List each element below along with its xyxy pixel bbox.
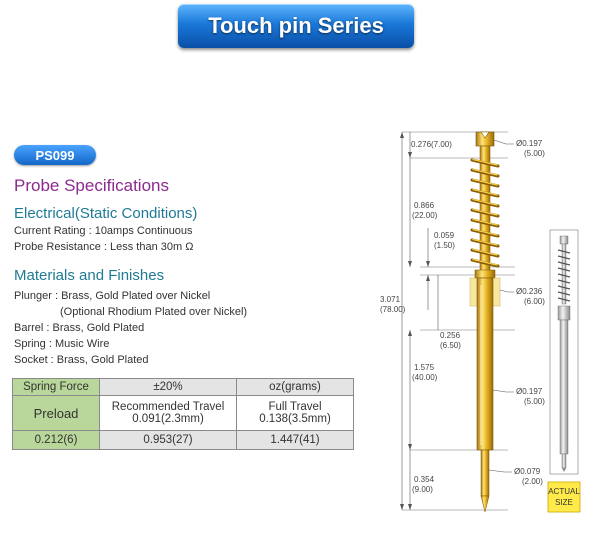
full-travel-cell: Full Travel 0.138(3.5mm) <box>236 395 354 431</box>
full-travel-label: Full Travel <box>268 401 322 413</box>
dim-socket-diameter: Ø0.236 <box>516 287 543 296</box>
dim-socket-length-mm: (6.50) <box>440 341 461 350</box>
spring-force-table: Spring Force ±20% oz(grams) Preload Reco… <box>12 378 354 450</box>
preload-value: 0.212(6) <box>12 430 100 450</box>
dim-collar-gap-mm: (1.50) <box>434 241 455 250</box>
materials-heading: Materials and Finishes <box>14 267 165 284</box>
dim-total-length: 3.071 <box>380 295 401 304</box>
dim-head-diameter-mm: (5.00) <box>524 149 545 158</box>
dim-tip-diameter: Ø0.079 <box>514 467 541 476</box>
recommended-travel-label: Recommended Travel <box>111 401 225 413</box>
dim-head-length: 0.276(7.00) <box>411 140 452 149</box>
recommended-travel-force: 0.953(27) <box>99 430 237 450</box>
dim-plunger-length: 0.866 <box>414 201 435 210</box>
dim-tip-length-mm: (9.00) <box>412 485 433 494</box>
table-row: Preload Recommended Travel 0.091(2.3mm) … <box>12 395 354 431</box>
series-title: Touch pin Series <box>208 13 384 38</box>
table-row: Spring Force ±20% oz(grams) <box>12 378 354 396</box>
actual-size-badge <box>547 481 581 513</box>
material-plunger: Plunger : Brass, Gold Plated over Nickel <box>14 290 211 302</box>
unit-header: oz(grams) <box>236 378 354 396</box>
material-barrel: Barrel : Brass, Gold Plated <box>14 322 145 334</box>
actual-size-label-line2: SIZE <box>555 498 573 507</box>
current-rating: Current Rating : 10amps Continuous <box>14 225 193 237</box>
material-spring: Spring : Music Wire <box>14 338 110 350</box>
tolerance-header: ±20% <box>99 378 237 396</box>
probe-dimension-drawing: 0.276(7.00) 0.866 (22.00) 0.059 (1.50) 3… <box>380 131 581 513</box>
dim-barrel-length: 1.575 <box>414 363 435 372</box>
dim-barrel-diameter-mm: (5.00) <box>524 397 545 406</box>
electrical-heading: Electrical(Static Conditions) <box>14 205 198 222</box>
dim-tip-diameter-mm: (2.00) <box>522 477 543 486</box>
table-row: 0.212(6) 0.953(27) 1.447(41) <box>12 430 354 450</box>
material-plunger-option: (Optional Rhodium Plated over Nickel) <box>60 306 248 318</box>
full-travel-force: 1.447(41) <box>236 430 354 450</box>
spec-title: Probe Specifications <box>14 176 169 195</box>
series-title-banner: Touch pin Series <box>178 4 414 48</box>
dim-socket-length: 0.256 <box>440 331 461 340</box>
dim-plunger-length-mm: (22.00) <box>412 211 438 220</box>
dim-barrel-diameter: Ø0.197 <box>516 387 543 396</box>
material-socket: Socket : Brass, Gold Plated <box>14 354 149 366</box>
dim-socket-diameter-mm: (6.00) <box>524 297 545 306</box>
recommended-travel-value: 0.091(2.3mm) <box>132 413 204 425</box>
model-badge: PS099 <box>14 145 96 165</box>
probe-resistance: Probe Resistance : Less than 30m Ω <box>14 241 194 253</box>
preload-label: Preload <box>12 395 100 431</box>
dim-head-diameter: Ø0.197 <box>516 139 543 148</box>
dim-barrel-length-mm: (40.00) <box>412 373 438 382</box>
spring-force-header: Spring Force <box>12 378 100 396</box>
dim-collar-gap: 0.059 <box>434 231 455 240</box>
full-travel-value: 0.138(3.5mm) <box>259 413 331 425</box>
actual-size-label-line1: ACTUAL <box>548 487 580 496</box>
dim-tip-length: 0.354 <box>414 475 435 484</box>
recommended-travel-cell: Recommended Travel 0.091(2.3mm) <box>99 395 237 431</box>
dim-total-length-mm: (78.00) <box>380 305 406 314</box>
